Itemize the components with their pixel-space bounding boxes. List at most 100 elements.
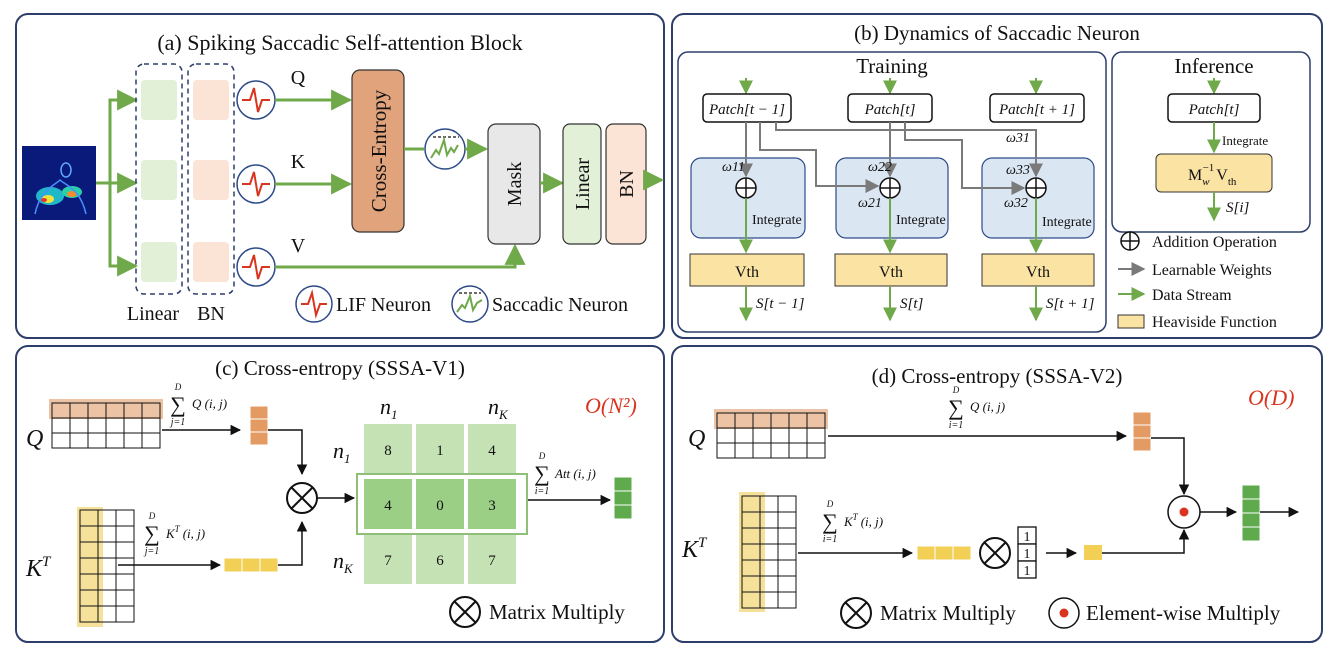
bn-group bbox=[187, 63, 235, 295]
matrix-cell bbox=[364, 479, 412, 529]
s-next: S[t + 1] bbox=[1046, 296, 1095, 312]
matrix-cell bbox=[364, 424, 412, 474]
legend-addition: Addition Operation bbox=[1152, 234, 1277, 251]
vth-3: Vth bbox=[1026, 264, 1050, 281]
integrate-inf: Integrate bbox=[1222, 133, 1268, 148]
s-inf: S[i] bbox=[1226, 200, 1250, 216]
lif-neuron-q bbox=[236, 80, 276, 120]
matrix-cell bbox=[806, 442, 826, 459]
cross-entropy-label: Cross-Entropy bbox=[367, 89, 391, 212]
inference-box bbox=[1111, 51, 1311, 233]
col-n1: n1 bbox=[380, 394, 398, 422]
matrix-cell bbox=[141, 432, 161, 449]
sum-k-c: KT(i, j) bbox=[165, 524, 205, 541]
q-matrix-c bbox=[51, 402, 161, 449]
matrix-value: 3 bbox=[488, 498, 496, 514]
cross-entropy-box bbox=[351, 69, 405, 233]
row-highlight bbox=[356, 473, 528, 535]
add-circle-1 bbox=[735, 177, 757, 199]
panel-c: (c) Cross-entropy (SSSA-V1) O(N²) Q D ∑ … bbox=[15, 345, 665, 643]
add-circle-3 bbox=[1025, 177, 1047, 199]
legend-matmul-d: Matrix Multiply bbox=[880, 601, 1016, 625]
out-linear-box bbox=[562, 123, 602, 245]
matrix-multiply-icon-c1 bbox=[286, 482, 318, 514]
legend-matmul-c: Matrix Multiply bbox=[489, 600, 625, 624]
q-matrix-d bbox=[716, 412, 826, 459]
matrix-value: 4 bbox=[384, 498, 392, 514]
complexity-v1: O(N²) bbox=[585, 393, 637, 418]
matrix-cell bbox=[416, 534, 464, 584]
label-q: Q bbox=[291, 67, 306, 89]
matrix-cell bbox=[416, 424, 464, 474]
vth-1: Vth bbox=[735, 264, 759, 281]
legend-heaviside: Heaviside Function bbox=[1152, 314, 1277, 331]
integrate-3: Integrate bbox=[1042, 215, 1092, 230]
svg-text:D: D bbox=[174, 382, 182, 392]
sum-att: Att (i, j) bbox=[554, 466, 596, 481]
vth-2: Vth bbox=[879, 264, 903, 281]
s-prev: S[t − 1] bbox=[756, 296, 805, 312]
integrate-2: Integrate bbox=[896, 213, 946, 228]
svg-text:∑: ∑ bbox=[822, 509, 838, 534]
matrix-value: 0 bbox=[436, 498, 444, 514]
patch-cur: Patch[t] bbox=[864, 102, 916, 118]
legend-heaviside-icon bbox=[1117, 314, 1145, 329]
training-label: Training bbox=[856, 54, 928, 78]
matrix-value: 7 bbox=[384, 553, 392, 569]
matrix-cell bbox=[468, 424, 516, 474]
ones-vector: 1 1 1 bbox=[1017, 526, 1037, 579]
out-linear-label: Linear bbox=[572, 158, 594, 211]
kt-label-d: KT bbox=[681, 535, 708, 563]
w32: ω32 bbox=[1004, 196, 1028, 211]
svg-text:1: 1 bbox=[1024, 564, 1031, 579]
s-cur: S[t] bbox=[900, 296, 924, 312]
add-circle-2 bbox=[879, 177, 901, 199]
lif-neuron-k bbox=[236, 164, 276, 204]
complexity-v2: O(D) bbox=[1248, 385, 1294, 410]
label-v: V bbox=[291, 235, 306, 257]
svg-text:D: D bbox=[538, 451, 546, 461]
integrate-1: Integrate bbox=[752, 213, 802, 228]
label-linear: Linear bbox=[127, 303, 180, 325]
kt-matrix-c bbox=[79, 509, 135, 623]
legend-weights: Learnable Weights bbox=[1152, 262, 1272, 279]
patch-prev: Patch[t − 1] bbox=[708, 102, 785, 118]
svg-text:∑: ∑ bbox=[948, 395, 964, 420]
panel-d-title: (d) Cross-entropy (SSSA-V2) bbox=[872, 364, 1123, 388]
svg-text:j=1: j=1 bbox=[169, 417, 186, 428]
legend-addition-icon bbox=[1120, 231, 1140, 251]
matrix-cell bbox=[777, 591, 797, 609]
svg-text:1: 1 bbox=[1024, 530, 1031, 545]
legend-elem: Element-wise Multiply bbox=[1086, 601, 1281, 625]
panel-a-title: (a) Spiking Saccadic Self-attention Bloc… bbox=[157, 30, 522, 55]
element-wise-icon-d bbox=[1167, 495, 1201, 529]
panel-a: (a) Spiking Saccadic Self-attention Bloc… bbox=[15, 13, 665, 339]
matrix-value: 6 bbox=[436, 553, 444, 569]
q-label-d: Q bbox=[688, 426, 705, 452]
mask-label: Mask bbox=[504, 162, 526, 206]
matrix-value: 1 bbox=[436, 443, 444, 459]
matrix-cell bbox=[468, 479, 516, 529]
w22: ω22 bbox=[868, 160, 892, 175]
svg-text:1: 1 bbox=[1024, 547, 1031, 562]
svg-text:i=1: i=1 bbox=[823, 534, 838, 545]
sum-q-c: Q (i, j) bbox=[192, 396, 227, 411]
matrix-multiply-icon-c2 bbox=[449, 596, 481, 628]
matrix-cell bbox=[468, 534, 516, 584]
w11: ω11 bbox=[722, 160, 745, 175]
row-n1: n1 bbox=[333, 438, 351, 466]
sum-k-d: KT(i, j) bbox=[843, 512, 883, 529]
legend-matmul-icon-d bbox=[840, 597, 872, 629]
legend-lif bbox=[295, 285, 333, 323]
legend-saccadic-label: Saccadic Neuron bbox=[492, 294, 628, 316]
inference-label: Inference bbox=[1174, 54, 1253, 78]
svg-text:∑: ∑ bbox=[170, 392, 186, 417]
kt-matrix-d bbox=[741, 495, 797, 609]
lif-neuron-v bbox=[236, 247, 276, 287]
patch-inf: Patch[t] bbox=[1188, 102, 1240, 118]
legend-elem-icon bbox=[1048, 597, 1080, 629]
svg-text:∑: ∑ bbox=[144, 521, 160, 546]
